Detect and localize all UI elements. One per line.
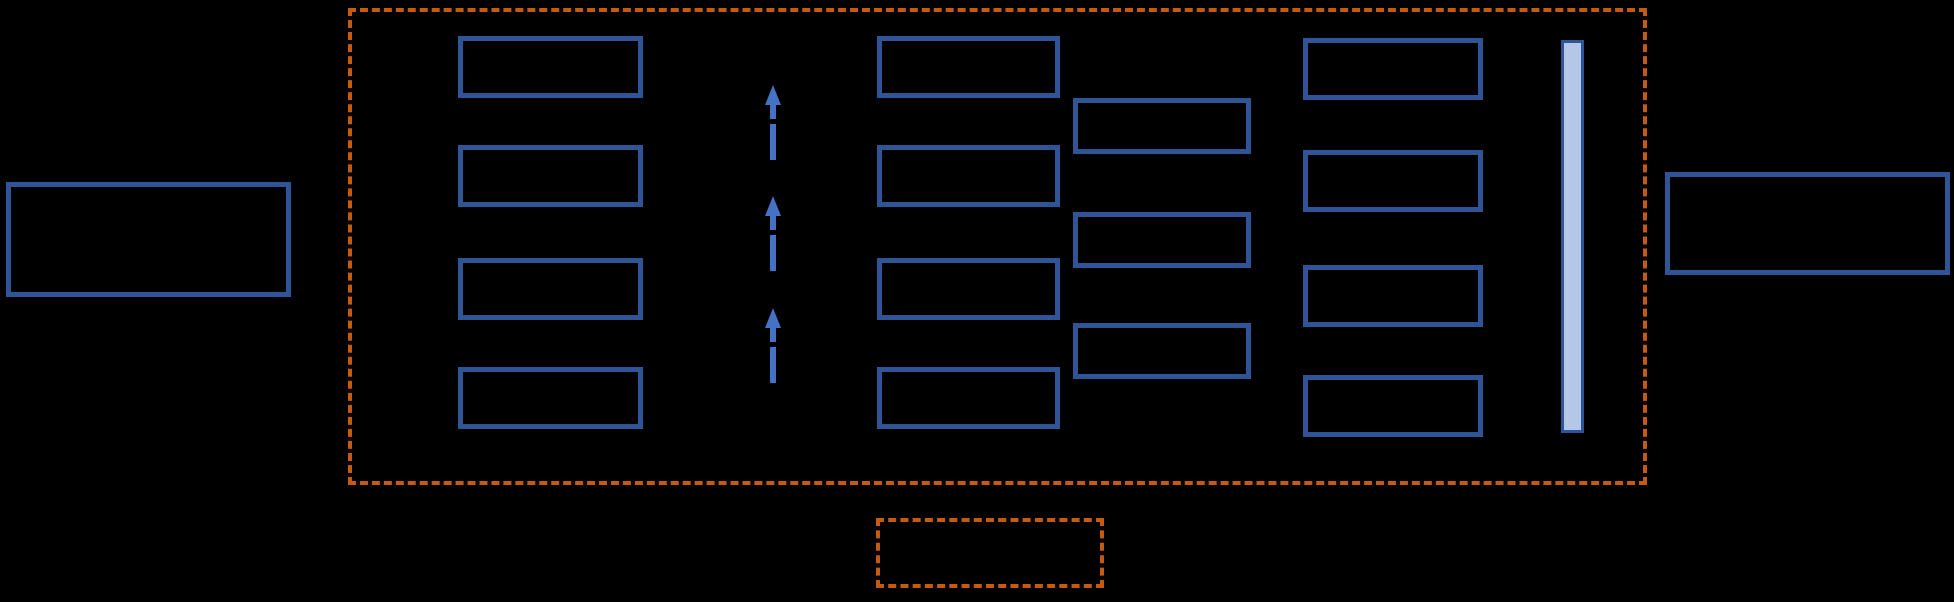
up-arrow-1 bbox=[762, 85, 784, 160]
col1-box-1[interactable] bbox=[458, 36, 643, 98]
col4-box-1[interactable] bbox=[1303, 38, 1483, 100]
up-arrow-3 bbox=[762, 308, 784, 383]
col1-box-4[interactable] bbox=[458, 367, 643, 429]
col4-box-2[interactable] bbox=[1303, 150, 1483, 212]
col2-box-1[interactable] bbox=[877, 36, 1060, 98]
col4-box-4[interactable] bbox=[1303, 375, 1483, 437]
right-outer-box[interactable] bbox=[1665, 172, 1950, 275]
col2-box-2[interactable] bbox=[877, 145, 1060, 207]
col4-box-3[interactable] bbox=[1303, 265, 1483, 327]
col2-box-3[interactable] bbox=[877, 258, 1060, 320]
col2-box-4[interactable] bbox=[877, 367, 1060, 429]
left-outer-box[interactable] bbox=[6, 182, 291, 297]
vertical-progress-bar[interactable] bbox=[1561, 40, 1584, 433]
col3-box-3[interactable] bbox=[1073, 323, 1251, 379]
bottom-dashed-group[interactable] bbox=[876, 518, 1104, 588]
col3-box-2[interactable] bbox=[1073, 212, 1251, 268]
main-dashed-group[interactable] bbox=[348, 8, 1647, 485]
up-arrow-2 bbox=[762, 196, 784, 271]
col3-box-1[interactable] bbox=[1073, 98, 1251, 154]
col1-box-3[interactable] bbox=[458, 258, 643, 320]
col1-box-2[interactable] bbox=[458, 145, 643, 207]
